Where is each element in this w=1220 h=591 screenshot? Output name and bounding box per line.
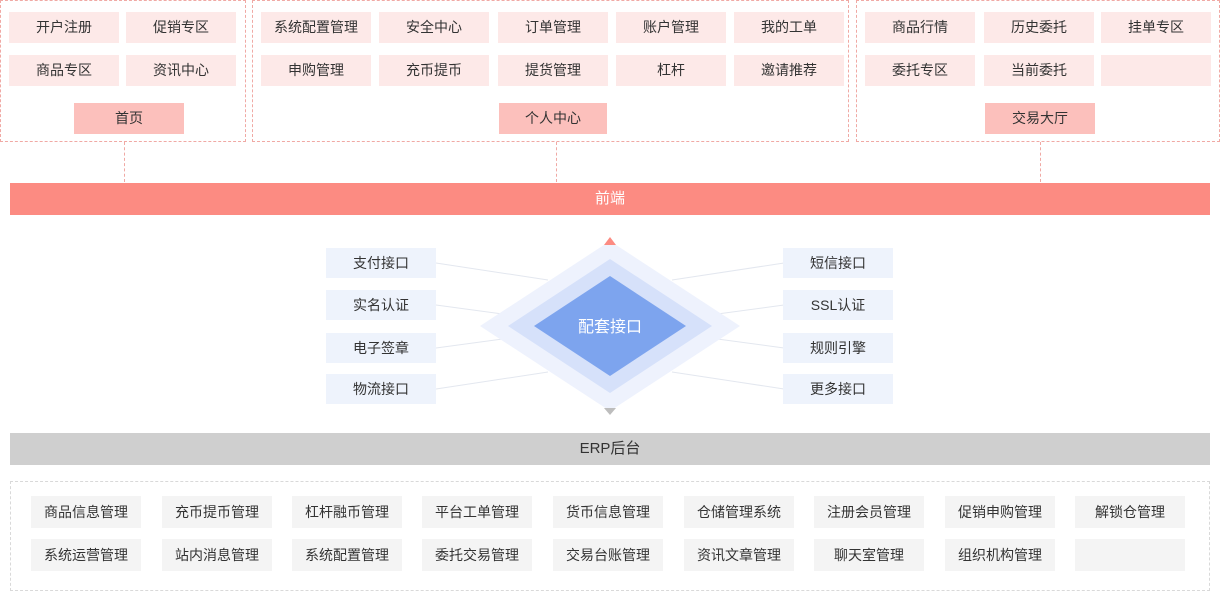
menu-item-news[interactable]: 资讯中心 [126, 55, 236, 86]
link-payment [435, 262, 549, 281]
erp-module-empty [1075, 539, 1185, 571]
menu-item-referral[interactable]: 邀请推荐 [734, 55, 844, 86]
erp-module[interactable]: 杠杆融币管理 [292, 496, 402, 528]
menu-item-security[interactable]: 安全中心 [379, 12, 489, 43]
connector-trading [1040, 142, 1041, 182]
erp-module[interactable]: 商品信息管理 [31, 496, 141, 528]
interface-sms[interactable]: 短信接口 [783, 248, 893, 278]
erp-module[interactable]: 组织机构管理 [945, 539, 1055, 571]
erp-module[interactable]: 委托交易管理 [422, 539, 532, 571]
erp-module-box: 商品信息管理 充币提币管理 杠杆融币管理 平台工单管理 货币信息管理 仓储管理系… [10, 481, 1210, 591]
group-trading-hall: 商品行情 历史委托 挂单专区 委托专区 当前委托 交易大厅 [856, 0, 1220, 142]
menu-item-order-history[interactable]: 历史委托 [984, 12, 1094, 43]
erp-module[interactable]: 解锁仓管理 [1075, 496, 1185, 528]
core-interface-label: 配套接口 [577, 319, 642, 336]
hub-trading-hall[interactable]: 交易大厅 [985, 103, 1095, 134]
erp-backend-bar: ERP后台 [10, 433, 1210, 465]
erp-module[interactable]: 系统配置管理 [292, 539, 402, 571]
menu-item-entrust[interactable]: 委托专区 [865, 55, 975, 86]
hub-personal-center[interactable]: 个人中心 [499, 103, 607, 134]
erp-module[interactable]: 平台工单管理 [422, 496, 532, 528]
menu-item-account[interactable]: 账户管理 [616, 12, 726, 43]
group-personal-center: 系统配置管理 安全中心 订单管理 账户管理 我的工单 申购管理 充币提币 提货管… [252, 0, 849, 142]
menu-item-promotion[interactable]: 促销专区 [126, 12, 236, 43]
menu-item-market[interactable]: 商品行情 [865, 12, 975, 43]
interface-ssl[interactable]: SSL认证 [783, 290, 893, 320]
link-esign [435, 337, 511, 349]
interface-more[interactable]: 更多接口 [783, 374, 893, 404]
link-realname [435, 304, 511, 316]
erp-module[interactable]: 交易台账管理 [553, 539, 663, 571]
menu-item-products[interactable]: 商品专区 [9, 55, 119, 86]
link-logistics [435, 371, 549, 390]
interface-links [435, 262, 785, 390]
interface-realname[interactable]: 实名认证 [326, 290, 436, 320]
link-more [671, 371, 785, 390]
link-ssl [709, 304, 785, 316]
erp-module[interactable]: 促销申购管理 [945, 496, 1055, 528]
erp-module[interactable]: 货币信息管理 [553, 496, 663, 528]
menu-item-leverage[interactable]: 杠杆 [616, 55, 726, 86]
arrow-up-icon [604, 237, 616, 245]
interface-rules-engine[interactable]: 规则引擎 [783, 333, 893, 363]
interface-esign[interactable]: 电子签章 [326, 333, 436, 363]
diamond-core [534, 276, 686, 376]
arrow-down-icon [604, 408, 616, 415]
erp-module[interactable]: 充币提币管理 [162, 496, 272, 528]
menu-item-my-tickets[interactable]: 我的工单 [734, 12, 844, 43]
menu-item-current-orders[interactable]: 当前委托 [984, 55, 1094, 86]
interface-logistics[interactable]: 物流接口 [326, 374, 436, 404]
connector-personal [556, 142, 557, 182]
erp-module[interactable]: 站内消息管理 [162, 539, 272, 571]
menu-item-system-config[interactable]: 系统配置管理 [261, 12, 371, 43]
menu-item-deposit-withdraw[interactable]: 充币提币 [379, 55, 489, 86]
erp-module[interactable]: 聊天室管理 [814, 539, 924, 571]
menu-item-pickup[interactable]: 提货管理 [498, 55, 608, 86]
interface-payment[interactable]: 支付接口 [326, 248, 436, 278]
erp-module[interactable]: 仓储管理系统 [684, 496, 794, 528]
link-rules [709, 337, 785, 349]
menu-item-empty [1101, 55, 1211, 86]
group-home: 开户注册 促销专区 商品专区 资讯中心 首页 [0, 0, 246, 142]
frontend-bar: 前端 [10, 183, 1210, 215]
menu-item-orders[interactable]: 订单管理 [498, 12, 608, 43]
hub-home[interactable]: 首页 [74, 103, 184, 134]
menu-item-register[interactable]: 开户注册 [9, 12, 119, 43]
erp-module[interactable]: 资讯文章管理 [684, 539, 794, 571]
connector-home [124, 142, 125, 182]
menu-item-listing[interactable]: 挂单专区 [1101, 12, 1211, 43]
link-sms [671, 262, 785, 281]
erp-module[interactable]: 系统运营管理 [31, 539, 141, 571]
menu-item-subscription[interactable]: 申购管理 [261, 55, 371, 86]
erp-module[interactable]: 注册会员管理 [814, 496, 924, 528]
